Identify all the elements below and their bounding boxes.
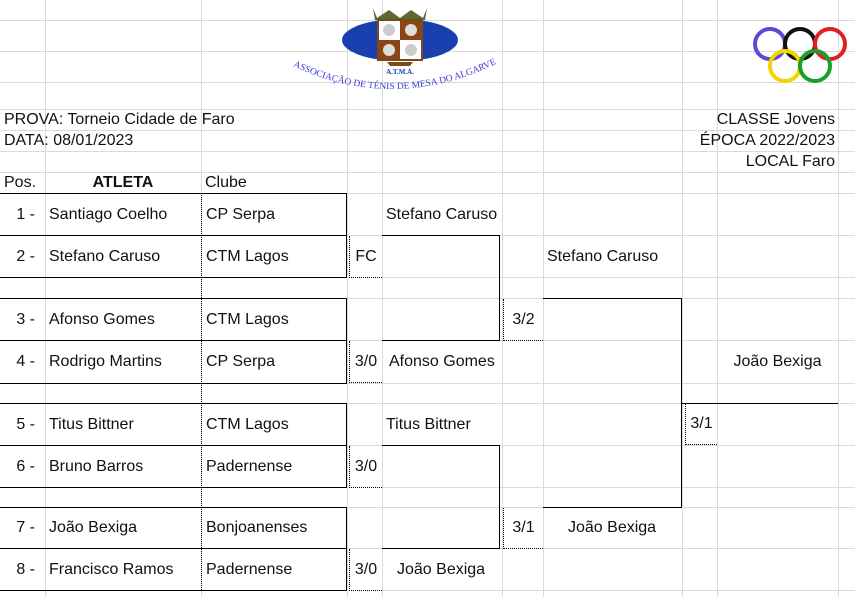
player-pos: 1 -	[16, 205, 35, 223]
player-pos: 8 -	[16, 560, 35, 578]
player-pos: 7 -	[16, 519, 35, 536]
player-name: João Bexiga	[49, 519, 138, 536]
player-club: CTM Lagos	[206, 247, 289, 265]
player-club: Bonjoanenses	[206, 519, 308, 536]
pair-box-2	[0, 298, 347, 384]
player-club: Padernense	[206, 457, 293, 475]
data-label: DATA: 08/01/2023	[4, 132, 134, 149]
player-name: Francisco Ramos	[49, 560, 174, 578]
player-club: CTM Lagos	[206, 310, 289, 328]
pair-box-4	[0, 507, 347, 591]
player-club: Padernense	[206, 560, 293, 578]
svg-text:A.T.M.A.: A.T.M.A.	[386, 68, 414, 76]
pos-header: Pos.	[4, 174, 37, 191]
r1-winner: Titus Bittner	[386, 415, 471, 433]
local-label: LOCAL Faro	[745, 153, 835, 170]
olympic-rings-icon	[753, 27, 847, 83]
player-row: 3 - Afonso Gomes CTM Lagos	[0, 299, 346, 340]
player-name: Stefano Caruso	[49, 247, 161, 265]
player-name: Santiago Coelho	[49, 205, 168, 223]
prova-label: PROVA: Torneio Cidade de Faro	[4, 111, 235, 128]
player-club: CP Serpa	[206, 353, 276, 370]
player-row: 1 - Santiago Coelho CP Serpa	[0, 194, 346, 235]
score-r1-4: 3/0	[349, 549, 382, 591]
player-row: 4 - Rodrigo Martins CP Serpa	[0, 341, 346, 383]
player-row: 5 - Titus Bittner CTM Lagos	[0, 404, 346, 445]
score-r1-1: FC	[349, 236, 382, 278]
champion: João Bexiga	[733, 353, 822, 370]
player-pos: 4 -	[16, 353, 35, 370]
r2-winner: João Bexiga	[568, 519, 657, 536]
score-r2-2: 3/1	[503, 508, 543, 549]
player-row: 7 - João Bexiga Bonjoanenses	[0, 508, 346, 548]
player-name: Bruno Barros	[49, 457, 144, 475]
atleta-header: ATLETA	[92, 174, 154, 191]
player-name: Titus Bittner	[49, 415, 134, 433]
atma-logo: A.T.M.A. ASSOCIAÇÃO DE TÉNIS DE MESA DO …	[292, 8, 498, 92]
player-club: CP Serpa	[206, 205, 276, 223]
score-final: 3/1	[685, 404, 717, 445]
r1-winner: João Bexiga	[397, 560, 486, 578]
player-club: CTM Lagos	[206, 415, 289, 433]
player-row: 6 - Bruno Barros Padernense	[0, 446, 346, 487]
player-name: Afonso Gomes	[49, 310, 155, 328]
score-r1-3: 3/0	[349, 446, 382, 488]
classe-label: CLASSE Jovens	[716, 111, 835, 128]
player-row: 2 - Stefano Caruso CTM Lagos	[0, 236, 346, 277]
r1-winner: Stefano Caruso	[386, 205, 498, 223]
player-name: Rodrigo Martins	[49, 353, 162, 370]
player-pos: 5 -	[16, 415, 35, 433]
r2-winner: Stefano Caruso	[547, 247, 659, 265]
r1-winner: Afonso Gomes	[389, 353, 495, 370]
player-row: 8 - Francisco Ramos Padernense	[0, 549, 346, 590]
score-r2-1: 3/2	[503, 299, 543, 341]
epoca-label: ÉPOCA 2022/2023	[699, 132, 835, 149]
clube-header: Clube	[205, 174, 247, 191]
player-pos: 6 -	[16, 457, 35, 475]
score-r1-2: 3/0	[349, 341, 382, 383]
player-pos: 2 -	[16, 247, 35, 265]
player-pos: 3 -	[16, 310, 35, 328]
